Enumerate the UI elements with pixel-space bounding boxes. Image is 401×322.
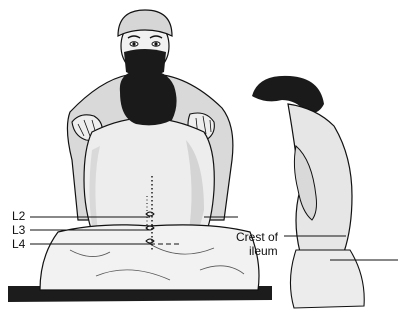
- label-ileum: ileum: [249, 245, 278, 258]
- label-l3: L3: [12, 224, 25, 237]
- patient-drape: [40, 225, 259, 290]
- patient-hair: [120, 70, 177, 126]
- label-crest-of: Crest of: [236, 231, 278, 244]
- label-l4: L4: [12, 238, 25, 251]
- side-view-drape: [290, 250, 364, 308]
- label-l2: L2: [12, 210, 25, 223]
- side-view-patient: [252, 76, 398, 308]
